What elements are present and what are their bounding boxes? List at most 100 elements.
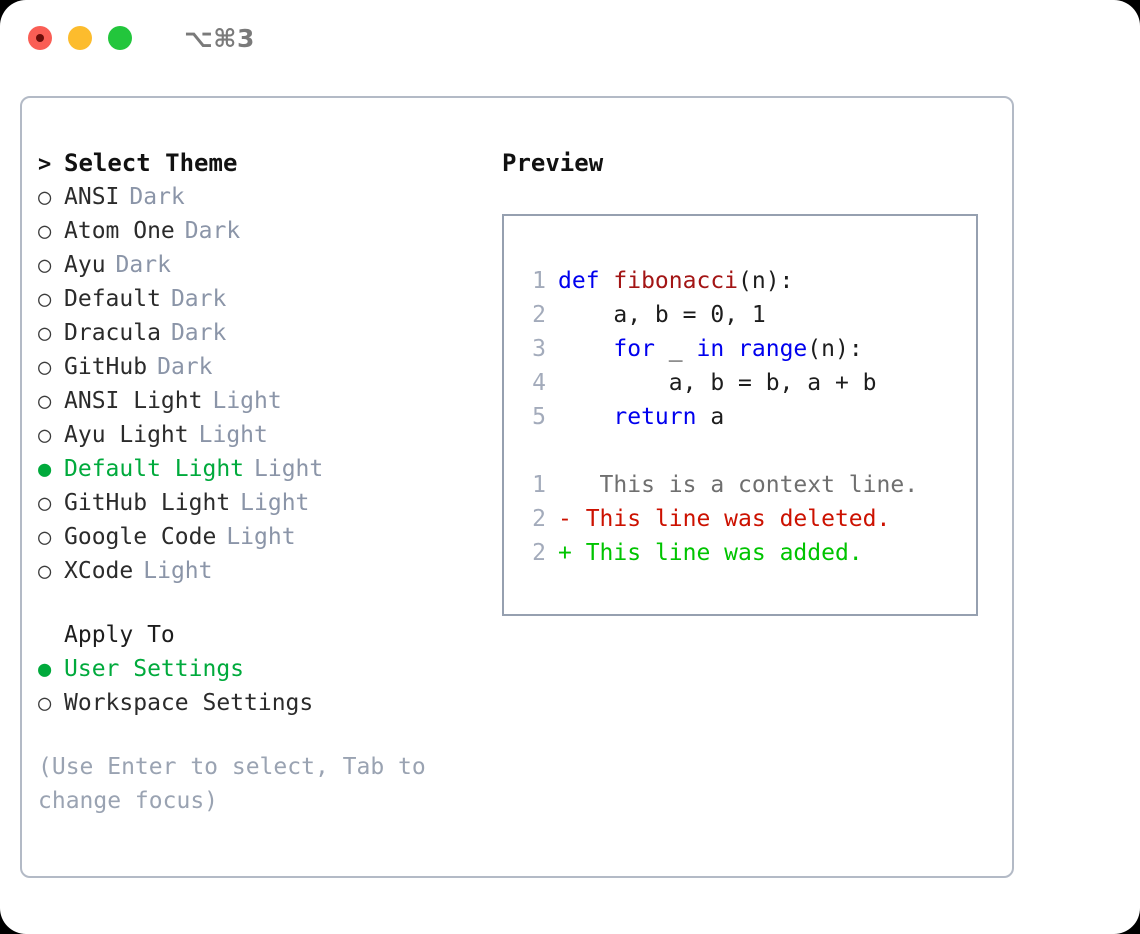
radio-unselected-icon[interactable]: ○ [38, 185, 52, 210]
theme-name: Default Light [64, 456, 245, 482]
code-line: 2 a, b = 0, 1 [504, 298, 976, 332]
window-titlebar: ⌥⌘3 [0, 0, 1140, 76]
theme-name: GitHub Light [64, 490, 231, 516]
radio-unselected-icon[interactable]: ○ [38, 691, 52, 716]
radio-unselected-icon[interactable]: ○ [38, 389, 52, 414]
radio-unselected-icon[interactable]: ○ [38, 355, 52, 380]
diff-line-number: 2 [532, 506, 546, 532]
theme-variant-tag: Dark [115, 252, 171, 278]
apply-to-option[interactable]: ○ Workspace Settings [38, 686, 468, 720]
theme-name: Dracula [64, 320, 161, 346]
theme-name: Google Code [64, 524, 217, 550]
diff-marker [558, 468, 572, 502]
keyboard-hint: (Use Enter to select, Tab to change focu… [38, 750, 438, 818]
diff-line: 2- This line was deleted. [504, 502, 976, 536]
preview-heading: Preview [502, 149, 604, 177]
code-line-number: 5 [532, 404, 546, 430]
radio-selected-icon[interactable]: ● [38, 457, 52, 482]
radio-selected-icon[interactable]: ● [38, 657, 52, 682]
radio-unselected-icon[interactable]: ○ [38, 423, 52, 448]
theme-list-item[interactable]: ○ ANSI Dark [38, 180, 468, 214]
theme-list-item[interactable]: ○ Atom One Dark [38, 214, 468, 248]
minimize-window-button[interactable] [68, 26, 92, 50]
theme-list-item[interactable]: ○ Ayu Dark [38, 248, 468, 282]
radio-unselected-icon[interactable]: ○ [38, 287, 52, 312]
theme-name: ANSI Light [64, 388, 203, 414]
code-line-number: 2 [532, 302, 546, 328]
theme-variant-tag: Light [226, 524, 296, 550]
radio-unselected-icon[interactable]: ○ [38, 525, 52, 550]
code-line: 1 def fibonacci(n): [504, 264, 976, 298]
code-line-number: 4 [532, 370, 546, 396]
theme-name: Atom One [64, 218, 175, 244]
diff-line-text: This is a context line. [571, 472, 919, 498]
apply-to-spacer-icon: ○ [38, 619, 64, 653]
code-token: (n): [807, 336, 863, 362]
theme-variant-tag: Dark [129, 184, 185, 210]
theme-list-item[interactable]: ○ Dracula Dark [38, 316, 468, 350]
code-token: a, b = 0, 1 [558, 302, 766, 328]
code-line-text: return a [558, 400, 724, 434]
radio-unselected-icon[interactable]: ○ [38, 219, 52, 244]
theme-variant-tag: Dark [170, 320, 227, 346]
theme-variant-tag: Light [240, 490, 310, 516]
theme-list-item[interactable]: ○ GitHub Light Light [38, 486, 468, 520]
theme-variant-tag: Light [143, 558, 213, 584]
code-token: range [738, 336, 808, 362]
maximize-window-button[interactable] [108, 26, 132, 50]
radio-unselected-icon[interactable]: ○ [38, 491, 52, 516]
apply-to-option-label: Workspace Settings [64, 690, 314, 716]
code-token: for [613, 336, 655, 362]
code-line: 4 a, b = b, a + b [504, 366, 976, 400]
code-line: 3 for _ in range(n): [504, 332, 976, 366]
diff-marker: - [558, 506, 572, 532]
diff-line: 1 This is a context line. [504, 468, 976, 502]
diff-line-number: 2 [532, 540, 546, 566]
theme-variant-tag: Light [212, 388, 282, 414]
theme-name: Ayu [64, 252, 106, 278]
select-theme-label: Select Theme [64, 149, 238, 177]
code-token: def [558, 268, 614, 294]
theme-name: Default [64, 286, 161, 312]
theme-variant-tag: Dark [184, 218, 241, 244]
diff-marker: + [558, 540, 572, 566]
apply-to-option-label: User Settings [64, 656, 245, 682]
theme-list-item[interactable]: ○ Google Code Light [38, 520, 468, 554]
close-window-button[interactable] [28, 26, 52, 50]
theme-name: ANSI [64, 184, 120, 210]
theme-variant-tag: Dark [157, 354, 213, 380]
code-line-number: 1 [532, 268, 546, 294]
apply-to-options[interactable]: ● User Settings ○ Workspace Settings [38, 652, 468, 720]
theme-name: Ayu Light [64, 422, 189, 448]
code-line-text: def fibonacci(n): [558, 264, 793, 298]
radio-unselected-icon[interactable]: ○ [38, 321, 52, 346]
window-title: ⌥⌘3 [184, 23, 255, 53]
radio-unselected-icon[interactable]: ○ [38, 253, 52, 278]
code-token: a, b = b, a + b [558, 370, 877, 396]
diff-sample: 1 This is a context line.2- This line wa… [504, 468, 976, 570]
radio-unselected-icon[interactable]: ○ [38, 559, 52, 584]
apply-to-label: Apply To [64, 622, 175, 648]
theme-list-item[interactable]: ○ ANSI Light Light [38, 384, 468, 418]
code-token [558, 336, 613, 362]
keyboard-hint-line-1: (Use Enter to select, Tab to [38, 754, 426, 780]
apply-to-option[interactable]: ● User Settings [38, 652, 468, 686]
preview-spacer [504, 434, 976, 468]
code-token: in [696, 336, 725, 362]
code-line-text: a, b = 0, 1 [558, 298, 766, 332]
code-line-number: 3 [532, 336, 546, 362]
code-token: _ [654, 336, 697, 362]
code-line-text: a, b = b, a + b [558, 366, 877, 400]
code-token: return [613, 404, 697, 430]
